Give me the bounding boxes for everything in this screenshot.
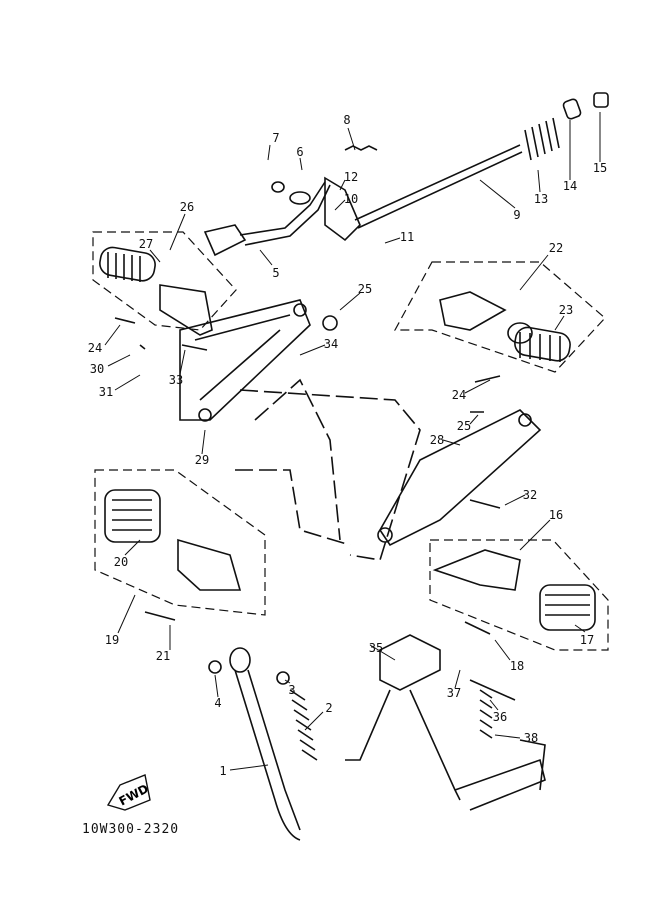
part-label: 30 (89, 362, 105, 376)
right-passenger-footrest (432, 549, 596, 635)
part-label: 11 (399, 230, 415, 244)
right-footrest (377, 291, 571, 547)
group-16-outline (429, 539, 609, 651)
part-label: 22 (548, 241, 564, 255)
part-label: 2 (325, 701, 333, 715)
brake-pedal (203, 145, 378, 257)
part-label: 10 (343, 192, 359, 206)
part-label: 25 (456, 419, 472, 433)
part-label: 21 (155, 649, 171, 663)
part-label: 28 (429, 433, 445, 447)
group-outlines (92, 231, 609, 651)
part-label: 1 (219, 764, 227, 778)
group-26-outline (92, 231, 237, 331)
part-label: 18 (509, 659, 525, 673)
part-label: 38 (523, 731, 539, 745)
part-label: 27 (138, 237, 154, 251)
part-label: 33 (168, 373, 184, 387)
part-label: 13 (533, 192, 549, 206)
part-label: 35 (368, 641, 384, 655)
center-stand (345, 634, 546, 811)
group-22-outline (393, 261, 606, 373)
part-label: 24 (87, 341, 103, 355)
part-label: 29 (194, 453, 210, 467)
side-stand (208, 647, 318, 841)
part-label: 8 (343, 113, 351, 127)
part-label: 25 (357, 282, 373, 296)
part-label: 36 (492, 710, 508, 724)
part-label: 15 (592, 161, 608, 175)
frame-section (235, 378, 421, 561)
part-label: 31 (98, 385, 114, 399)
part-label: 12 (343, 170, 359, 184)
part-label: 9 (513, 208, 521, 222)
part-label: 6 (296, 145, 304, 159)
part-label: 14 (562, 179, 578, 193)
left-passenger-footrest (104, 489, 242, 621)
part-label: 19 (104, 633, 120, 647)
brake-rod (354, 92, 609, 229)
part-label: 17 (579, 633, 595, 647)
part-label: 23 (558, 303, 574, 317)
part-label: 32 (522, 488, 538, 502)
leader-lines (104, 112, 601, 771)
part-label: 26 (179, 200, 195, 214)
diagram-code: 10W300-2320 (82, 822, 180, 837)
part-label: 7 (272, 131, 280, 145)
left-footrest (99, 246, 338, 422)
part-label: 3 (288, 683, 296, 697)
part-label: 34 (323, 337, 339, 351)
part-label: 20 (113, 555, 129, 569)
part-label: 24 (451, 388, 467, 402)
part-label: 4 (214, 696, 222, 710)
part-label: 16 (548, 508, 564, 522)
fwd-arrow-icon (106, 774, 151, 811)
part-label: 5 (272, 266, 280, 280)
group-19-outline (94, 469, 266, 616)
part-label: 37 (446, 686, 462, 700)
